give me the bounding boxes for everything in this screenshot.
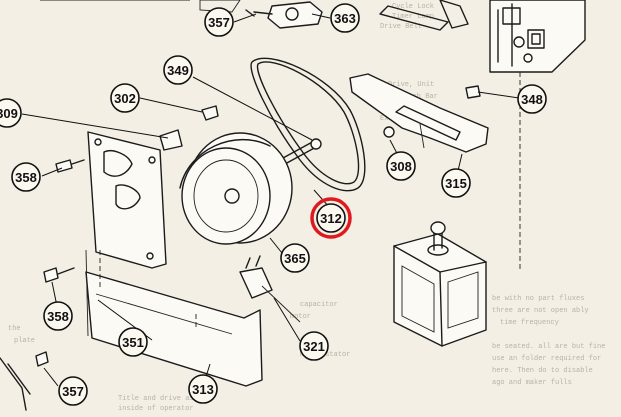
svg-text:358: 358 — [15, 170, 37, 185]
callout-312: 312 — [310, 197, 352, 239]
svg-text:Drive, Unit: Drive, Unit — [388, 81, 434, 89]
svg-text:plate: plate — [14, 337, 35, 345]
part-motor-drum — [179, 132, 293, 245]
callout-357-top: 357 — [204, 7, 234, 37]
svg-text:302: 302 — [114, 91, 136, 106]
callout-358-lower: 358 — [43, 301, 73, 331]
solenoid-assembly — [393, 221, 487, 347]
callout-309: 309 — [0, 98, 22, 128]
callout-358-upper: 358 — [11, 162, 41, 192]
part-drive-belt — [250, 57, 366, 192]
svg-text:be with no part fluxes: be with no part fluxes — [492, 295, 584, 303]
callout-351: 351 — [118, 327, 148, 357]
upper-left-partial-assembly — [40, 0, 241, 13]
svg-text:be seated. all are but fine: be seated. all are but fine — [492, 343, 605, 351]
motor-mounting-plate — [87, 131, 167, 269]
svg-text:357: 357 — [208, 15, 230, 30]
part-315-latch-bar — [349, 73, 489, 153]
svg-text:321: 321 — [303, 339, 325, 354]
callout-365: 365 — [280, 243, 310, 273]
callout-348: 348 — [517, 84, 547, 114]
svg-text:363: 363 — [334, 11, 356, 26]
svg-text:Title and drive ass: Title and drive ass — [118, 395, 198, 403]
svg-text:use an folder required for: use an folder required for — [492, 355, 601, 363]
svg-text:312: 312 — [320, 211, 342, 226]
callout-302: 302 — [110, 83, 140, 113]
svg-text:309: 309 — [0, 106, 18, 121]
svg-text:349: 349 — [167, 63, 189, 78]
svg-text:308: 308 — [390, 159, 412, 174]
part-363-bracket — [245, 1, 323, 29]
callout-363: 363 — [330, 3, 360, 33]
svg-text:ago and maker fulls: ago and maker fulls — [492, 379, 572, 387]
callout-313: 313 — [188, 374, 218, 404]
svg-text:Drive Belt: Drive Belt — [380, 23, 422, 31]
svg-text:348: 348 — [521, 92, 543, 107]
background-bleed-text: Cycle Lock Timer Lamp Drive Belt Drive, … — [8, 3, 605, 413]
highlight-ring — [310, 197, 352, 239]
svg-text:Timer Lamp: Timer Lamp — [392, 13, 434, 21]
callout-357-bottom: 357 — [58, 376, 88, 406]
svg-text:315: 315 — [445, 176, 467, 191]
callout-349: 349 — [163, 55, 193, 85]
svg-text:the: the — [8, 325, 21, 333]
callout-315: 315 — [441, 168, 471, 198]
svg-text:357: 357 — [62, 384, 84, 399]
callout-308: 308 — [386, 151, 416, 181]
svg-text:three are not open ably: three are not open ably — [492, 307, 589, 315]
svg-text:here. Then do to disable: here. Then do to disable — [492, 367, 593, 375]
part-321-switch — [195, 255, 301, 330]
control-frame-assembly — [379, 0, 586, 270]
svg-text:capacitor: capacitor — [300, 301, 338, 309]
svg-text:365: 365 — [284, 251, 306, 266]
svg-text:time frequency: time frequency — [500, 319, 559, 327]
svg-text:Latch Bar: Latch Bar — [400, 93, 438, 101]
svg-text:313: 313 — [192, 382, 214, 397]
svg-text:inside of operator: inside of operator — [118, 405, 194, 413]
svg-text:motor: motor — [290, 313, 311, 321]
svg-text:358: 358 — [47, 309, 69, 324]
callout-321: 321 — [299, 331, 329, 361]
svg-text:Cycle Lock: Cycle Lock — [392, 3, 434, 11]
part-348-screw — [465, 85, 481, 99]
svg-text:351: 351 — [122, 335, 144, 350]
lower-base-plate — [85, 249, 263, 387]
